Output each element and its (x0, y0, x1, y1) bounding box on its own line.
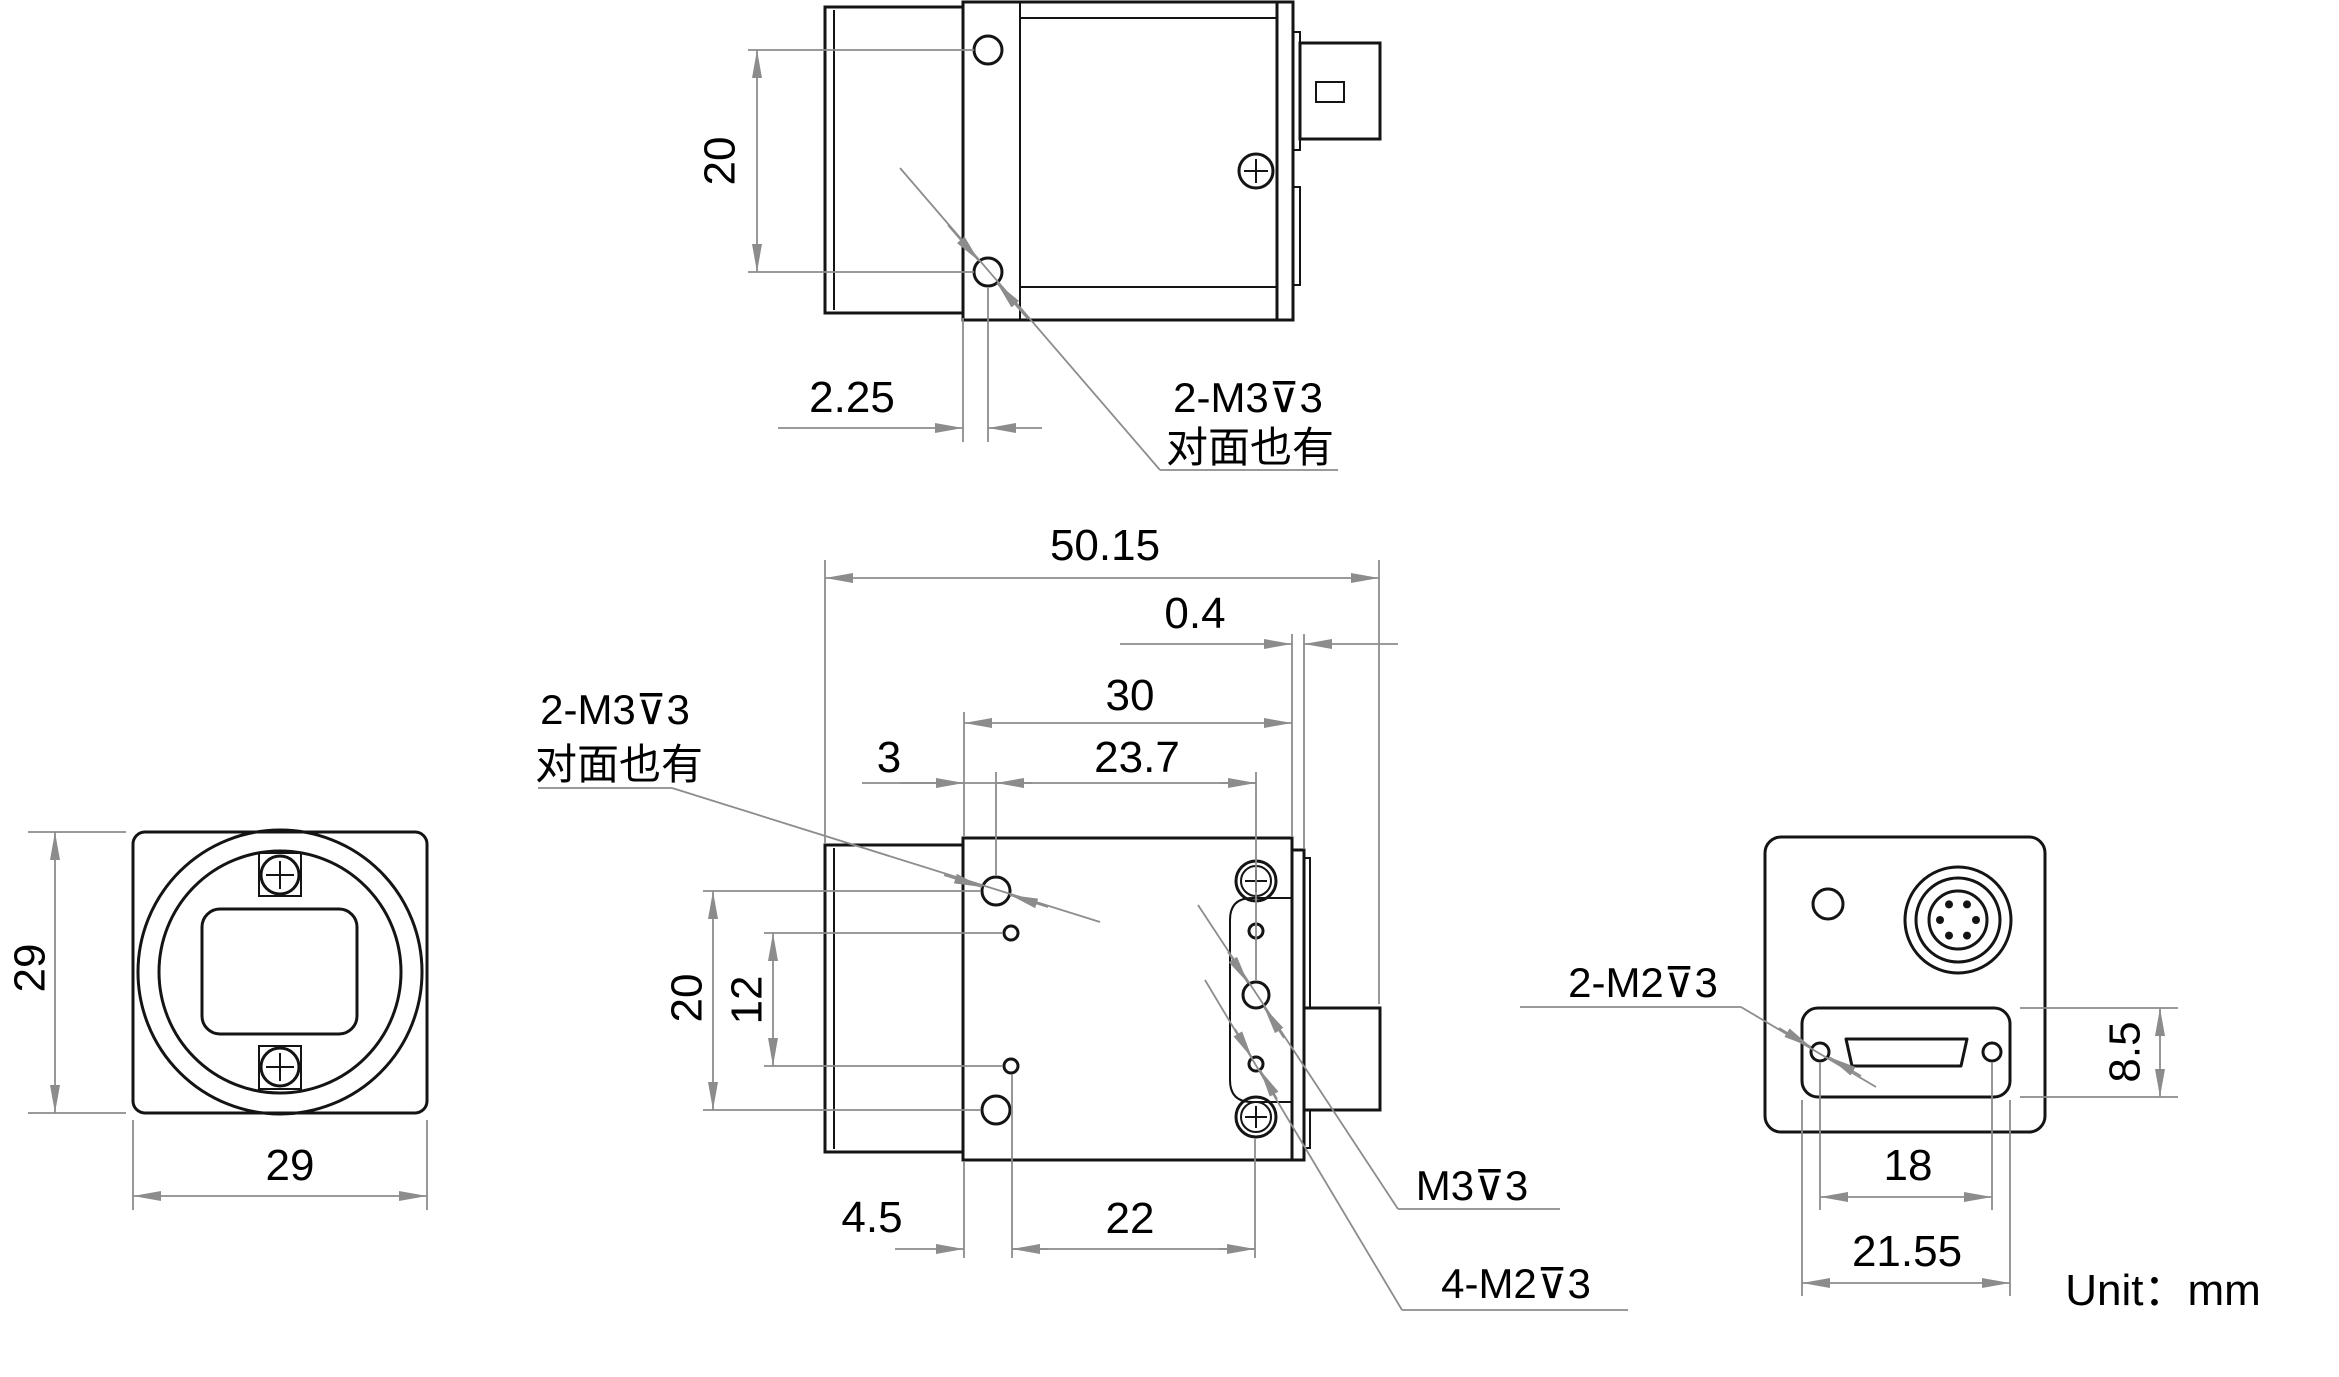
front-view: 29 29 (6, 828, 429, 1210)
side-rear-connector (1302, 1006, 1382, 1112)
back-dim-21-55: 21.55 (1801, 1100, 2011, 1296)
front-screw-bottom (259, 1046, 301, 1088)
side-thread-note-4m2: 4-M2⊽3 (1204, 979, 1628, 1311)
side-dim-50-15-label: 50.15 (1050, 521, 1160, 570)
interface-recess (1800, 1006, 2012, 1099)
lens-mount-inner-circle (157, 849, 403, 1095)
top-dim-2-25: 2.25 (778, 288, 1042, 442)
side-dim-12-label: 12 (723, 976, 772, 1025)
side-thread-note-4m2-label: 4-M2⊽3 (1441, 1260, 1591, 1307)
side-dim-4-5-label: 4.5 (841, 1193, 902, 1242)
side-dim-3-label: 3 (877, 733, 901, 782)
power-io-connector (1903, 865, 2013, 975)
top-thread-note-line2: 对面也有 (1166, 424, 1334, 471)
side-dim-30-label: 30 (1106, 671, 1155, 720)
back-dim-8-5-label: 8.5 (2101, 1021, 2150, 1082)
top-thread-note-line1: 2-M3⊽3 (1173, 374, 1323, 421)
side-dim-20-label: 20 (663, 974, 712, 1023)
side-front-m3-hole-bottom (980, 1094, 1012, 1126)
side-dim-20: 20 (663, 890, 981, 1111)
back-thread-note-2m2: 2-M2⊽3 (1520, 959, 1877, 1088)
side-thread-note-m3-label: M3⊽3 (1416, 1162, 1528, 1209)
side-rear-m3-hole (1241, 980, 1271, 1010)
side-dim-4-5-and-22: 4.5 22 (841, 1074, 1256, 1258)
data-connector (1844, 1037, 1969, 1068)
led-indicator-hole (1811, 887, 1845, 921)
lens-mount-outer-circle (136, 828, 424, 1116)
side-thread-note-m3-pair: 2-M3⊽3 对面也有 (535, 686, 1101, 923)
side-dim-23-7-and-3: 3 23.7 (862, 733, 1257, 980)
back-dim-18: 18 (1819, 1063, 1993, 1210)
back-view: 8.5 18 21.55 2-M2⊽3 (1520, 835, 2178, 1296)
top-dim-20-label: 20 (696, 137, 745, 186)
front-dim-height-29: 29 (6, 831, 126, 1114)
side-thread-note-line1: 2-M3⊽3 (540, 686, 690, 733)
side-view: 50.15 0.4 30 3 23.7 2 (535, 521, 1628, 1311)
side-dim-12: 12 (723, 932, 1003, 1067)
side-view-outline (823, 836, 1382, 1162)
back-thread-note-2m2-label: 2-M2⊽3 (1568, 959, 1718, 1006)
top-rear-connector (1298, 41, 1382, 141)
side-thread-note-m3: M3⊽3 (1197, 904, 1560, 1210)
top-dim-2-25-label: 2.25 (809, 373, 895, 422)
side-front-m2-hole-bottom (1002, 1057, 1020, 1075)
front-dim-width-label: 29 (266, 1141, 315, 1190)
front-screw-top (259, 854, 301, 896)
back-dim-21-55-label: 21.55 (1852, 1227, 1962, 1276)
side-dim-0-4: 0.4 (1120, 589, 1398, 848)
side-rear-m2-hole-bottom (1247, 1055, 1265, 1073)
side-dim-23-7-label: 23.7 (1094, 733, 1180, 782)
side-front-m3-hole-top (980, 875, 1012, 907)
side-dim-50-15: 50.15 (824, 521, 1380, 1004)
side-dim-22-label: 22 (1106, 1194, 1155, 1243)
top-screw (1237, 152, 1275, 190)
side-dim-0-4-label: 0.4 (1164, 589, 1225, 638)
back-dim-8-5: 8.5 (2020, 1007, 2178, 1098)
back-dim-18-label: 18 (1884, 1141, 1933, 1190)
top-thread-note: 2-M3⊽3 对面也有 (899, 167, 1338, 471)
side-thread-note-line2: 对面也有 (535, 741, 703, 788)
sensor-window (200, 907, 359, 1036)
front-dim-height-label: 29 (6, 944, 55, 993)
back-m2-hole-right (1981, 1041, 2003, 1063)
back-view-outline (1763, 835, 2047, 1134)
top-dim-20: 20 (696, 49, 974, 273)
unit-note: Unit：mm (2065, 1266, 2261, 1315)
front-dim-width-29: 29 (132, 1120, 428, 1210)
back-m2-hole-left (1809, 1041, 1831, 1063)
side-dim-30: 30 (963, 671, 1292, 836)
side-screw-bottom (1234, 1095, 1278, 1139)
side-front-m2-hole-top (1002, 924, 1020, 942)
top-mount-hole-1 (972, 34, 1004, 66)
front-view-outline (131, 828, 429, 1116)
top-view: 20 2.25 2-M3⊽3 对面也有 (696, 0, 1382, 471)
